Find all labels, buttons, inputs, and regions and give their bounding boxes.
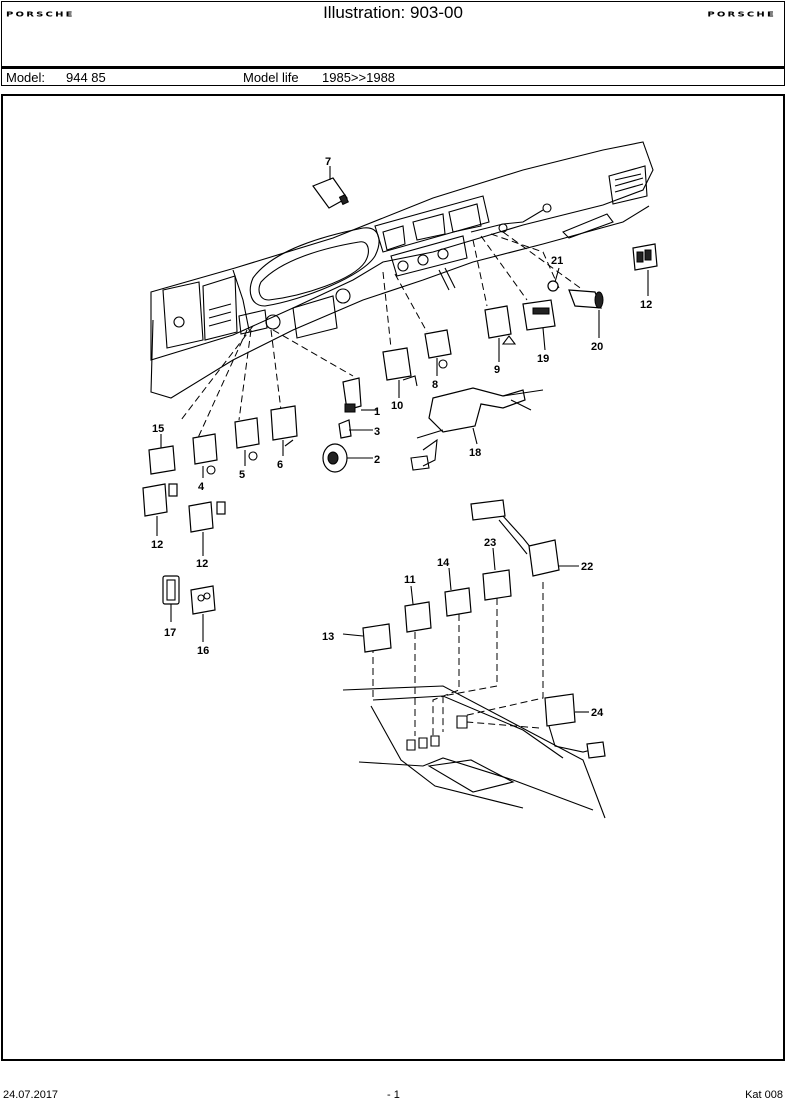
part-13-switch <box>362 623 392 653</box>
callout-9: 9 <box>494 364 500 376</box>
part-17-frame <box>162 575 180 605</box>
callout-12-left-a: 12 <box>151 539 163 551</box>
callout-7: 7 <box>325 156 331 168</box>
callout-18: 18 <box>469 447 481 459</box>
part-20-cigarette-lighter <box>568 289 604 309</box>
part-16-switch <box>190 585 216 615</box>
part-12-switch-right <box>632 243 658 271</box>
diagram-frame <box>1 94 785 1061</box>
callout-12-left-b: 12 <box>196 558 208 570</box>
callout-2: 2 <box>374 454 380 466</box>
footer-page: - 1 <box>387 1089 400 1101</box>
model-bar: Model: 944 85 Model life 1985>>1988 <box>1 67 785 86</box>
part-1-switch-body <box>342 377 362 413</box>
callout-12-right: 12 <box>640 299 652 311</box>
part-18-stalk-switch <box>410 387 544 471</box>
callout-22: 22 <box>581 561 593 573</box>
illustration-title: Illustration: 903-00 <box>323 3 463 22</box>
part-7-knob <box>312 177 349 209</box>
callout-5: 5 <box>239 469 245 481</box>
part-2-knob <box>322 443 348 473</box>
part-12-switch-left-a <box>142 483 178 517</box>
callout-16: 16 <box>197 645 209 657</box>
callout-17: 17 <box>164 627 176 639</box>
callout-4: 4 <box>198 481 205 493</box>
part-11-switch <box>404 601 432 633</box>
part-15-switch <box>148 445 176 475</box>
callout-21: 21 <box>551 255 563 267</box>
part-5-switch <box>234 417 260 461</box>
center-console-outline <box>342 685 606 819</box>
callout-15: 15 <box>152 423 164 435</box>
callout-19: 19 <box>537 353 549 365</box>
header-box: PORSCHE Illustration: 903-00 PORSCHE <box>1 1 785 67</box>
callout-10: 10 <box>391 400 403 412</box>
part-23-switch <box>482 569 512 601</box>
callout-3: 3 <box>374 426 380 438</box>
model-life-value: 1985>>1988 <box>322 70 396 85</box>
part-19-switch <box>522 299 556 331</box>
part-10-switch <box>382 347 418 387</box>
callout-24: 24 <box>591 707 604 719</box>
callout-14: 14 <box>437 557 450 569</box>
part-4-switch <box>192 433 218 475</box>
callout-labels: 1 2 3 4 5 6 7 8 9 10 11 12 12 12 13 14 1… <box>151 156 652 719</box>
part-24-module <box>544 693 606 759</box>
part-22-harness <box>470 499 560 577</box>
part-6-switch <box>270 405 298 447</box>
callout-11: 11 <box>404 574 416 586</box>
leader-lines <box>180 231 584 736</box>
part-3-clip <box>338 419 352 439</box>
exploded-parts-diagram: 1 2 3 4 5 6 7 8 9 10 11 12 12 12 13 14 1… <box>142 141 658 819</box>
part-12-switch-left-b <box>188 501 226 533</box>
callout-13: 13 <box>322 631 334 643</box>
callout-6: 6 <box>277 459 283 471</box>
part-9-hazard-switch <box>484 305 517 345</box>
model-life-label: Model life <box>243 70 299 85</box>
part-14-switch <box>444 587 472 617</box>
callout-23: 23 <box>484 537 496 549</box>
model-label: Model: <box>6 70 46 85</box>
dashboard-outline <box>150 141 654 399</box>
part-8-switch <box>424 329 452 369</box>
part-21-bulb <box>547 280 559 292</box>
porsche-logo-right: PORSCHE <box>707 11 776 19</box>
footer-catalog: Kat 008 <box>745 1089 783 1101</box>
callout-lines <box>156 166 649 713</box>
callout-8: 8 <box>432 379 438 391</box>
callout-20: 20 <box>591 341 603 353</box>
porsche-logo-left: PORSCHE <box>6 11 75 19</box>
footer-date: 24.07.2017 <box>3 1089 59 1101</box>
model-value: 944 85 <box>66 70 106 85</box>
callout-1: 1 <box>374 406 380 418</box>
